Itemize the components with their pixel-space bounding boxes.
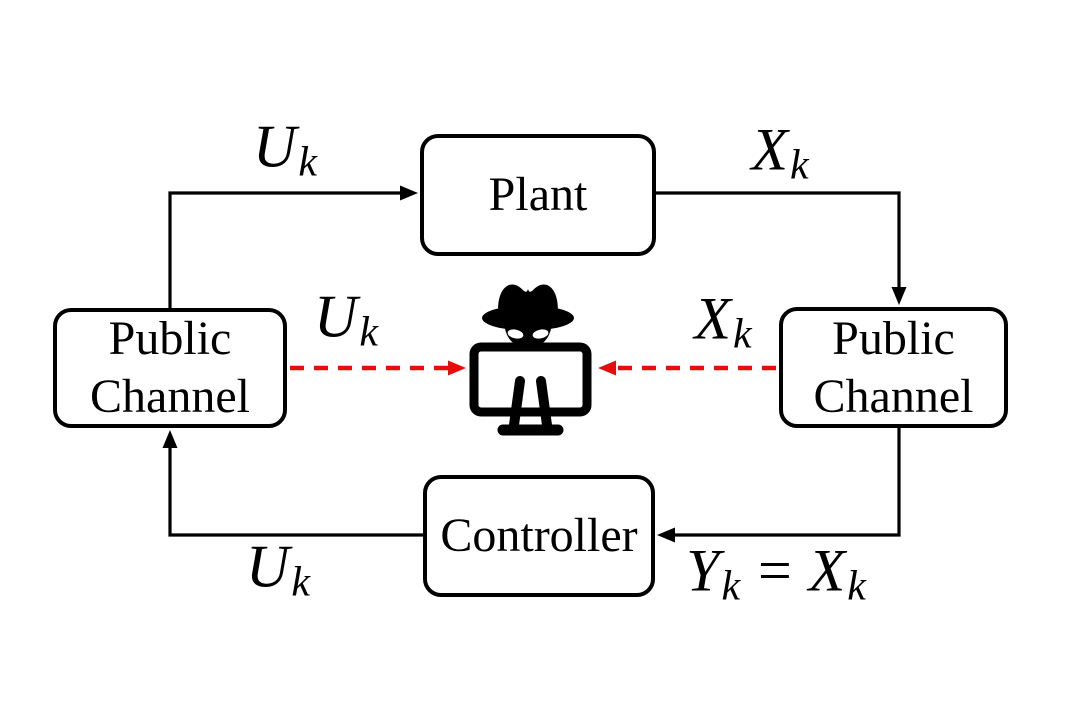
u-top-sub: k xyxy=(298,139,317,186)
spy-left-eye xyxy=(507,329,524,339)
eavesdropper-spy-icon xyxy=(469,284,592,436)
arrowhead-into-plant xyxy=(400,185,418,201)
x-top-sub: k xyxy=(790,142,809,189)
u-top-var: U xyxy=(253,113,297,180)
arrowhead-into-left-channel xyxy=(162,430,178,448)
left-public-channel-box: Public Channel xyxy=(53,308,287,428)
u-bottom-var: U xyxy=(246,533,290,600)
signal-label-x-top: Xk xyxy=(751,119,808,186)
spy-monitor-screen xyxy=(469,342,592,417)
u-leak-sub: k xyxy=(359,309,378,356)
x-top-var: X xyxy=(751,116,788,183)
wire-plant-to-right-channel xyxy=(656,191,907,305)
controller-box: Controller xyxy=(423,475,655,597)
signal-label-u-leak: Uk xyxy=(314,286,378,353)
y-feedback-var: Y xyxy=(686,537,720,604)
plant-label: Plant xyxy=(488,168,588,221)
x-leak-sub: k xyxy=(733,311,752,358)
right-public-channel-box: Public Channel xyxy=(779,307,1008,428)
wire-right-channel-to-controller xyxy=(657,428,901,543)
red-arrowhead-right xyxy=(598,360,616,376)
red-arrowhead-left xyxy=(448,360,466,376)
spy-face xyxy=(504,322,552,348)
y-feedback-sub: k xyxy=(721,563,741,610)
signal-label-u-top: Uk xyxy=(253,116,317,183)
leak-arrow-u xyxy=(290,360,466,376)
spy-right-eye xyxy=(532,329,549,339)
leak-arrow-x xyxy=(598,360,776,376)
arrowhead-into-right-channel xyxy=(891,287,907,305)
u-bottom-sub: k xyxy=(291,559,310,606)
plant-box: Plant xyxy=(420,134,656,256)
signal-label-u-bottom: Uk xyxy=(246,536,310,603)
arrowhead-into-controller xyxy=(657,527,675,543)
controller-label: Controller xyxy=(440,509,638,562)
right-public-channel-label: Public Channel xyxy=(813,311,974,423)
spy-monitor-legs xyxy=(509,376,552,430)
y-feedback-sub2: k xyxy=(847,563,866,610)
equals-sign: = xyxy=(754,537,795,604)
u-leak-var: U xyxy=(314,283,358,350)
wire-controller-to-left-channel xyxy=(162,430,423,537)
wire-u-channel-to-plant xyxy=(168,185,418,310)
signal-label-y-equals-x: Yk =Xk xyxy=(686,540,866,607)
left-public-channel-label: Public Channel xyxy=(90,312,250,423)
signal-label-x-leak: Xk xyxy=(694,288,751,355)
x-leak-var: X xyxy=(694,285,731,352)
y-feedback-var2: X xyxy=(808,537,846,604)
